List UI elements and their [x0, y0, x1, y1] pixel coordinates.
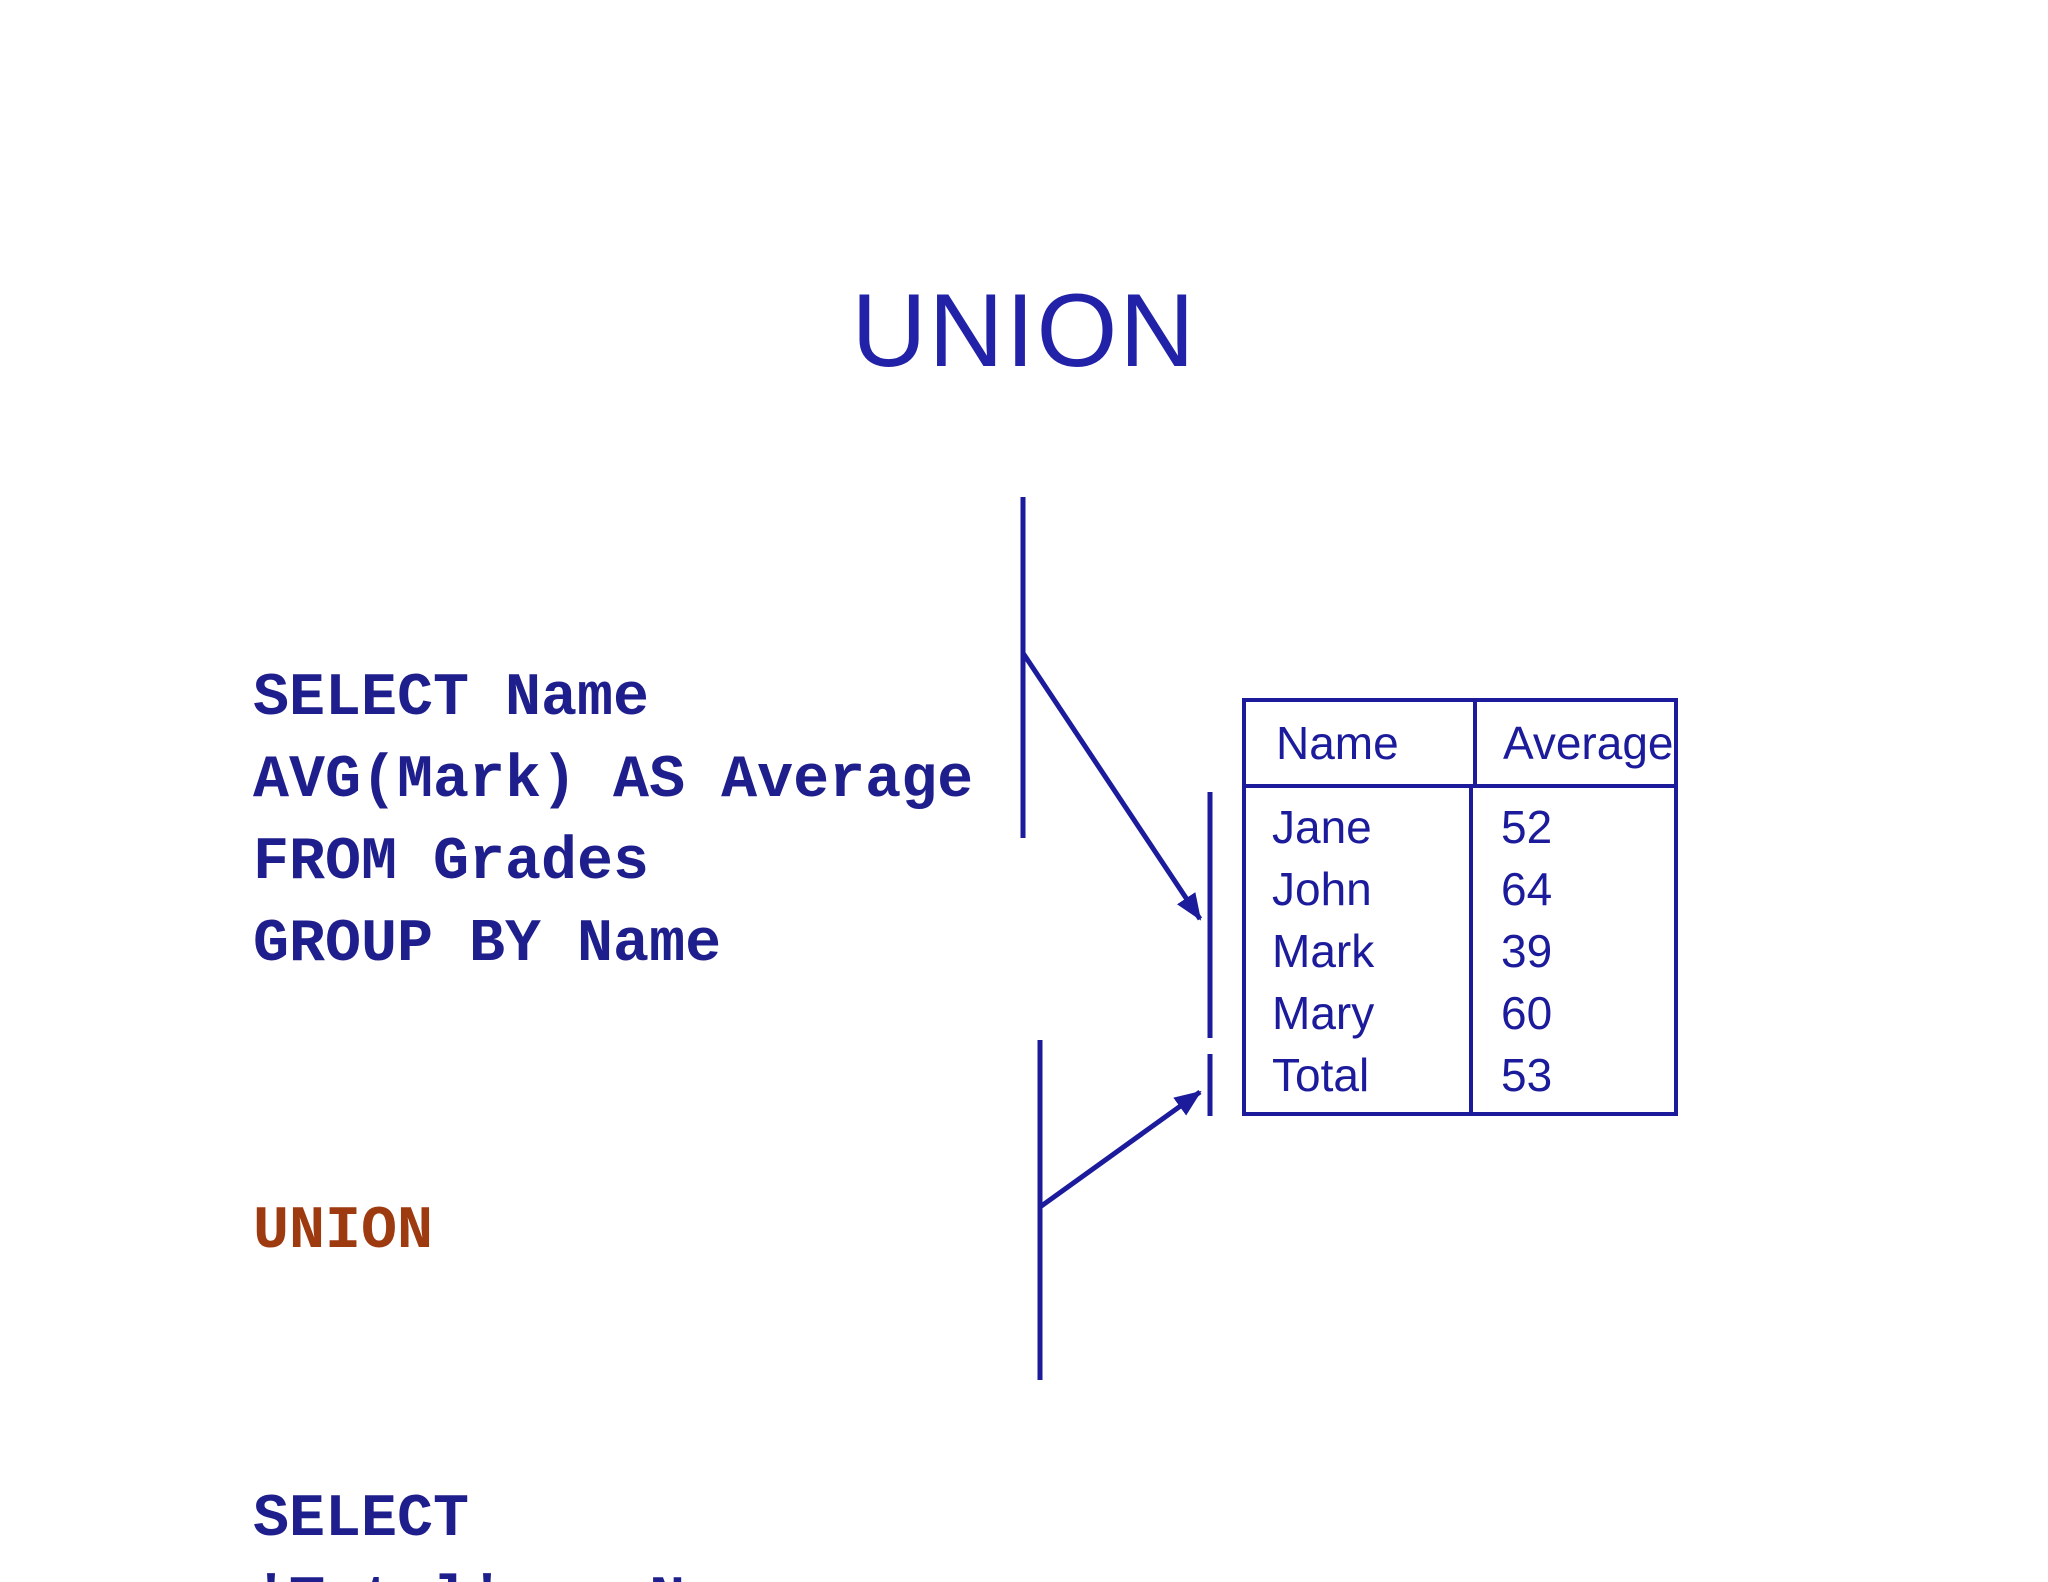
table-header-row: Name Average	[1246, 702, 1674, 788]
code-line: AVG(Mark) AS Average	[253, 747, 974, 815]
query2-arrow	[1038, 1089, 1202, 1210]
code-line: GROUP BY Name	[253, 911, 722, 979]
cell-name: Jane	[1272, 801, 1372, 853]
code-line: SELECT	[253, 1486, 470, 1554]
sql-query-2: SELECT'Total' as Name,AVG(Mark) AS Avera…	[253, 1479, 973, 1582]
column-header-average: Average	[1503, 717, 1674, 769]
union-keyword: UNION	[253, 1198, 434, 1266]
cell-name: John	[1272, 863, 1372, 915]
cell-average: 39	[1501, 925, 1553, 977]
cell-name: Mark	[1272, 925, 1375, 977]
cell-average: 60	[1501, 987, 1553, 1039]
code-line: 'Total' as Name,	[253, 1561, 973, 1582]
query1-arrow	[1020, 651, 1203, 921]
cell-average: 64	[1501, 863, 1553, 915]
cell-name: Total	[1272, 1049, 1370, 1101]
column-header-name: Name	[1246, 702, 1477, 784]
page-title: UNION	[851, 273, 1197, 389]
code-line: FROM Grades	[253, 829, 650, 897]
cell-average: 53	[1501, 1049, 1553, 1101]
code-line: SELECT Name	[253, 665, 650, 733]
average-column: 52 64 39 60 53	[1473, 788, 1674, 1112]
cell-average: 52	[1501, 801, 1553, 853]
cell-name: Mary	[1272, 987, 1375, 1039]
